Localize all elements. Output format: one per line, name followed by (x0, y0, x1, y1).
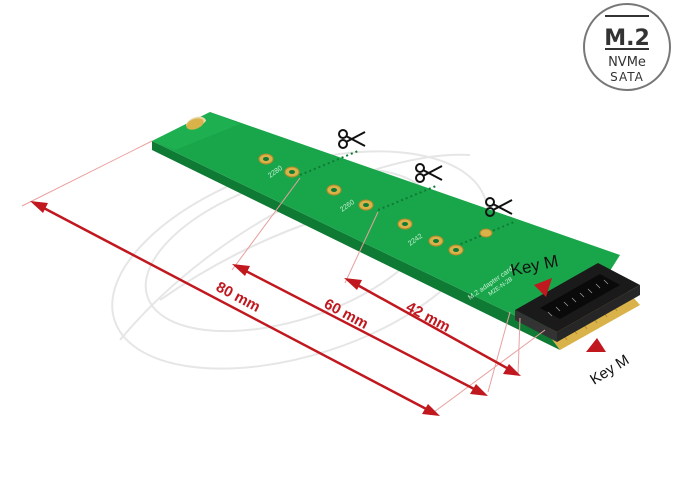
arrow-down-icon (534, 278, 552, 297)
key-m-label-bottom: Key M (587, 351, 632, 388)
pcb-board: 2280 2260 2242 M.2 adapter card M2E-N-2B (152, 112, 640, 350)
m2-nvme-sata-badge: M.2 NVMe SATA (583, 3, 671, 91)
badge-line1: NVMe (608, 55, 646, 70)
arrow-up-icon (586, 338, 606, 352)
scissors-icon (415, 163, 443, 183)
scissors-icon (338, 129, 366, 149)
badge-title: M.2 (604, 26, 650, 51)
m2-socket-connector (515, 263, 640, 342)
badge-line2: SATA (610, 70, 644, 84)
dimension-label-60mm: 60 mm (321, 296, 371, 333)
scissors-icon (485, 197, 513, 217)
key-m-callout-bottom: Key M (586, 338, 632, 388)
dimension-label-42mm: 42 mm (403, 299, 453, 336)
dimension-extension-lines (21, 140, 546, 416)
